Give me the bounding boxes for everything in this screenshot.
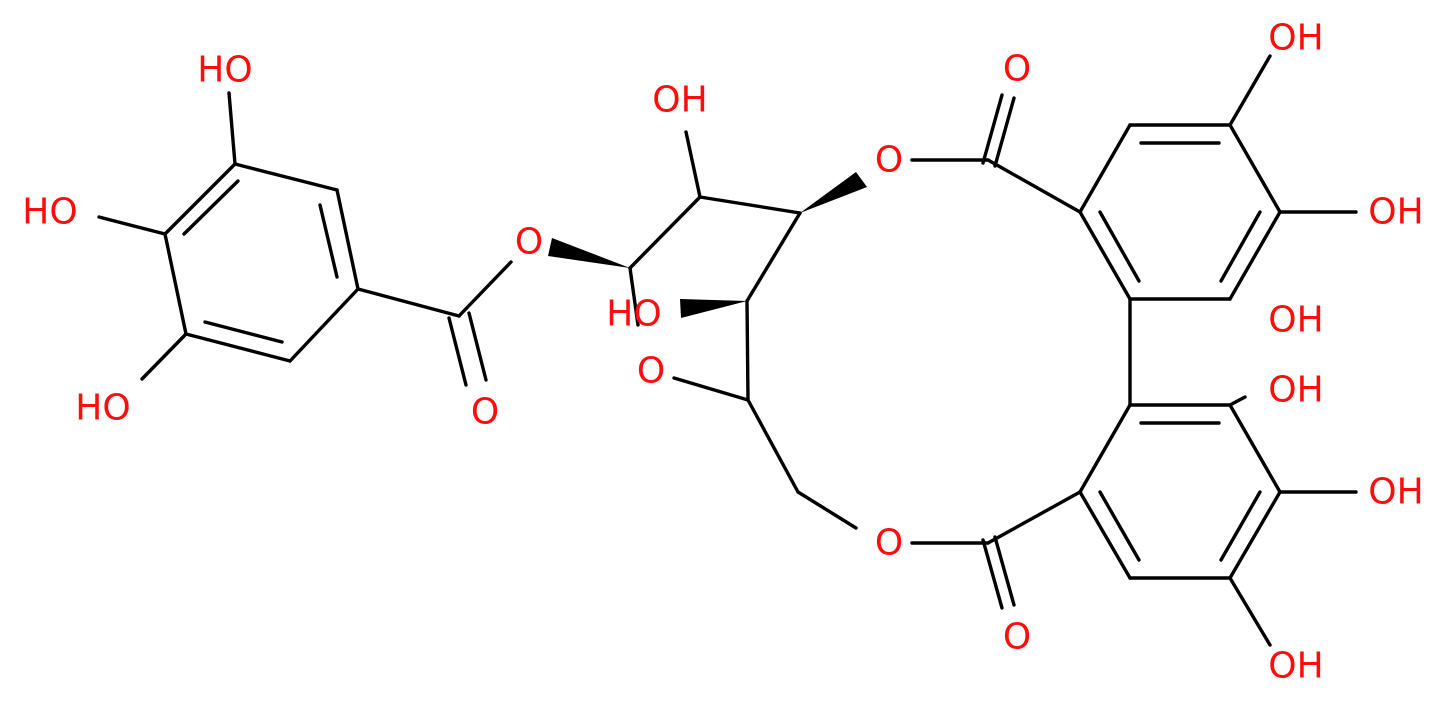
hydroxyl-label: OH [652, 80, 707, 121]
bond [993, 96, 1016, 168]
hydroxyl-label: HO [75, 388, 130, 429]
bond [203, 320, 284, 344]
hydroxyl-label: OH [1268, 646, 1323, 687]
bond [1228, 403, 1282, 494]
bond [986, 490, 1082, 545]
bond [698, 195, 802, 215]
hydroxyl-label: OH [1268, 300, 1323, 341]
bond [981, 93, 1004, 165]
bond [1219, 490, 1262, 562]
bond [1228, 490, 1282, 580]
bond [1228, 210, 1282, 301]
bond [628, 266, 640, 327]
wedge-bond [800, 172, 867, 213]
bond [467, 311, 488, 382]
bond [1228, 54, 1272, 127]
bond [1098, 210, 1141, 283]
oxygen-label: O [1003, 49, 1031, 90]
bond [163, 162, 237, 236]
hydroxyl-label: HO [22, 192, 77, 233]
bond [1078, 403, 1132, 494]
hydroxyl-label: HO [197, 50, 252, 91]
hydroxyl-label: OH [1268, 370, 1323, 411]
bond [986, 158, 1082, 214]
bond [981, 538, 1004, 610]
bond [1098, 490, 1141, 562]
oxygen-label: O [875, 523, 903, 564]
hydroxyl-label: OH [1368, 192, 1423, 233]
bond [746, 398, 800, 494]
bond [796, 490, 858, 530]
bond [1219, 210, 1262, 283]
bond [335, 188, 360, 291]
bond [184, 332, 292, 363]
bond [745, 211, 802, 303]
bond [227, 91, 237, 166]
oxygen-label: O [1003, 617, 1031, 658]
bond [318, 203, 339, 279]
bond [140, 332, 188, 381]
hydroxyl-label: OH [1368, 472, 1423, 513]
bond [672, 376, 750, 402]
bond [233, 162, 339, 192]
bond [1078, 210, 1132, 301]
bond [1228, 576, 1272, 647]
oxygen-label: O [471, 392, 499, 433]
hydroxyl-label: OH [1268, 18, 1323, 59]
wedge-bond [680, 299, 747, 318]
wedge-bond [548, 238, 630, 268]
bond [1078, 123, 1132, 214]
bond [745, 299, 750, 402]
bond [288, 287, 360, 363]
bond [1078, 490, 1132, 580]
bond [457, 260, 513, 318]
oxygen-label: O [515, 222, 543, 263]
bond [1228, 123, 1282, 214]
bond [97, 215, 167, 236]
bond [356, 287, 461, 318]
hydroxyl-label: HO [606, 294, 661, 335]
bond [628, 195, 702, 270]
bond [447, 316, 468, 387]
oxygen-label: O [875, 140, 903, 181]
oxygen-label: O [637, 351, 665, 392]
bond [993, 535, 1016, 607]
bond [182, 179, 240, 236]
bond [163, 232, 188, 336]
bond [1228, 395, 1247, 407]
bond [684, 130, 702, 199]
